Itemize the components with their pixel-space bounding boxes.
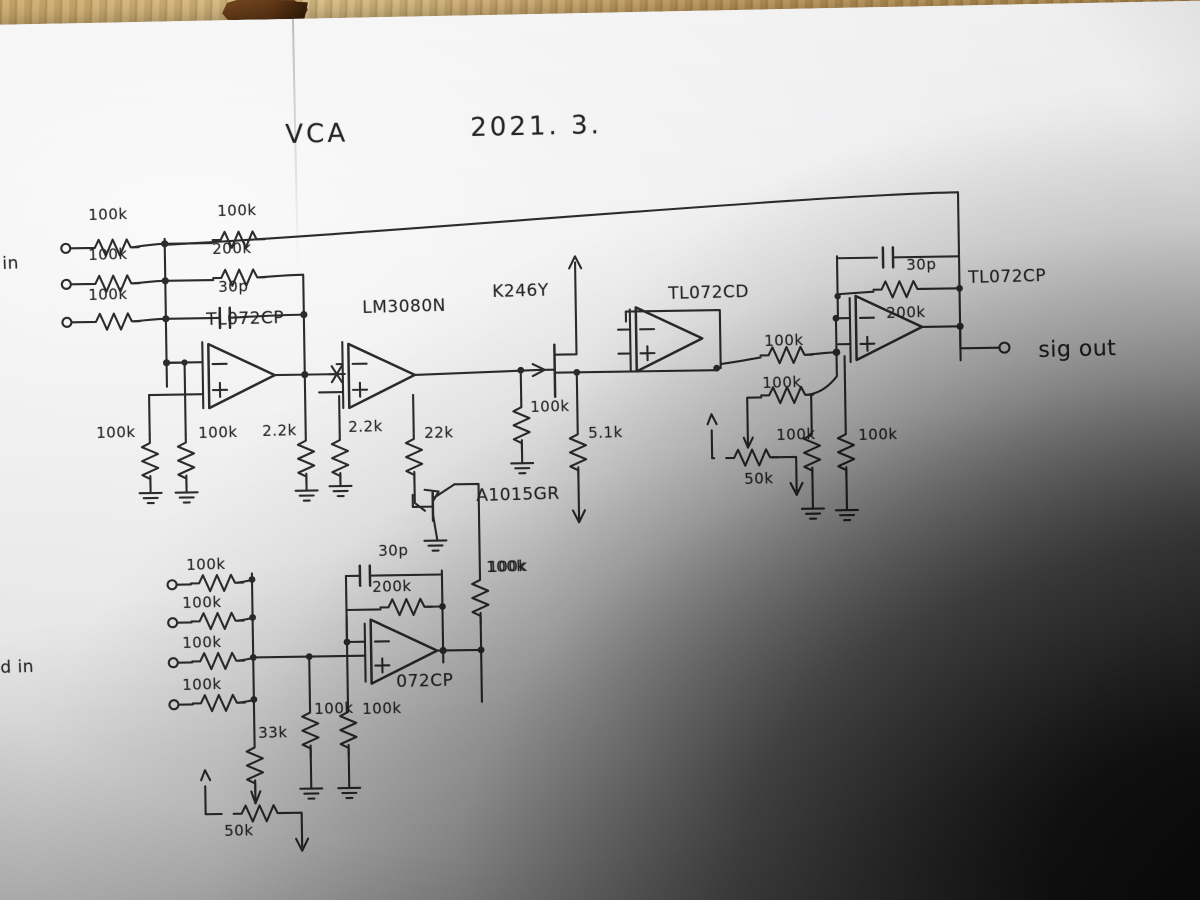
value-buf-series-b: 100k (762, 372, 802, 392)
value-out-30p: 30p (906, 255, 937, 274)
device-label-jfet: K246Y (492, 280, 549, 302)
jack-cv-3 (167, 657, 179, 669)
value-cv-r3: 100k (182, 632, 222, 652)
jack-in-1 (60, 242, 72, 254)
buf-out-wire (637, 369, 718, 373)
ota-left-bar (341, 340, 345, 410)
jack-cv-4 (168, 699, 180, 711)
wire-top-feedback (163, 191, 960, 246)
ic-label-input-mixer: TL072CP (206, 307, 285, 330)
ic-label-ota: LM3080N (362, 295, 447, 318)
value-cv-gnd-a: 100k (314, 698, 354, 718)
node (573, 368, 581, 376)
value-cv-30p: 30p (378, 541, 409, 560)
bjt-emitter (431, 513, 439, 542)
value-pulldown-2: 100k (198, 422, 238, 442)
value-cv-gnd-b: 100k (362, 698, 402, 718)
opamp1-left-bar (201, 341, 205, 410)
port-label-in: in (2, 253, 20, 274)
value-offset-33k: 33k (258, 723, 288, 742)
buf-feedback (624, 309, 722, 370)
value-fb-30p: 30p (218, 277, 249, 296)
jack-cv-2 (167, 617, 179, 629)
port-label-cv-in: d in (0, 656, 35, 678)
value-out-200k: 200k (886, 302, 926, 322)
wire-out-to-top (956, 191, 961, 258)
value-fb-200k: 200k (212, 238, 252, 258)
jack-sig-out (998, 341, 1011, 354)
cv-left-bar (363, 622, 367, 683)
value-bias-left: 2.2k (262, 421, 298, 440)
value-fb-100k: 100k (217, 200, 257, 220)
plus-4 (859, 335, 876, 352)
value-cv-r1: 100k (186, 554, 226, 574)
value-in-r1: 100k (88, 204, 128, 224)
jfet-drain (553, 261, 578, 356)
plus-2 (351, 381, 369, 398)
value-offset-pot-50k: 50k (224, 821, 254, 840)
port-label-sig-out: sig out (1038, 335, 1117, 363)
value-cv-200k: 200k (372, 576, 412, 596)
plus-3 (639, 345, 656, 362)
node (300, 311, 308, 319)
node (517, 366, 525, 374)
page-title: VCA (285, 118, 349, 150)
value-trim-pot-50k: 50k (744, 469, 774, 488)
out-left-bar (848, 297, 852, 364)
value-iabc-22k: 22k (424, 423, 454, 442)
ic-label-buffer: TL072CD (668, 281, 750, 304)
ic-label-cv-mixer: 072CP (396, 670, 454, 692)
wire-noninv-in-1 (148, 393, 205, 397)
plus-1 (211, 381, 229, 399)
ic-label-output: TL072CP (968, 265, 1047, 288)
value-bias-right: 2.2k (348, 417, 384, 436)
value-cv-r2: 100k (182, 592, 222, 612)
value-buf-series-a: 100k (764, 330, 804, 350)
value-cv-link-100k: 100k (488, 556, 528, 576)
value-gate-100k: 100k (530, 396, 570, 416)
buf-left-bar (628, 308, 632, 373)
value-buf-gnd-b: 100k (858, 424, 898, 444)
jack-in-3 (61, 316, 73, 328)
wire-cv-bus (250, 572, 256, 733)
jack-cv-1 (166, 579, 178, 591)
value-cv-r4: 100k (182, 674, 222, 694)
value-in-r3: 100k (88, 284, 128, 304)
value-source-5k1: 5.1k (588, 423, 624, 442)
value-buf-gnd-a: 100k (776, 424, 816, 444)
value-in-r2: 100k (88, 244, 128, 264)
value-pulldown-1: 100k (96, 422, 136, 442)
jack-in-2 (60, 278, 72, 290)
jfet-channel (553, 343, 557, 398)
plus-5 (374, 657, 391, 674)
device-label-transistor: A1015GR (476, 483, 560, 506)
page-date: 2021. 3. (470, 110, 603, 143)
